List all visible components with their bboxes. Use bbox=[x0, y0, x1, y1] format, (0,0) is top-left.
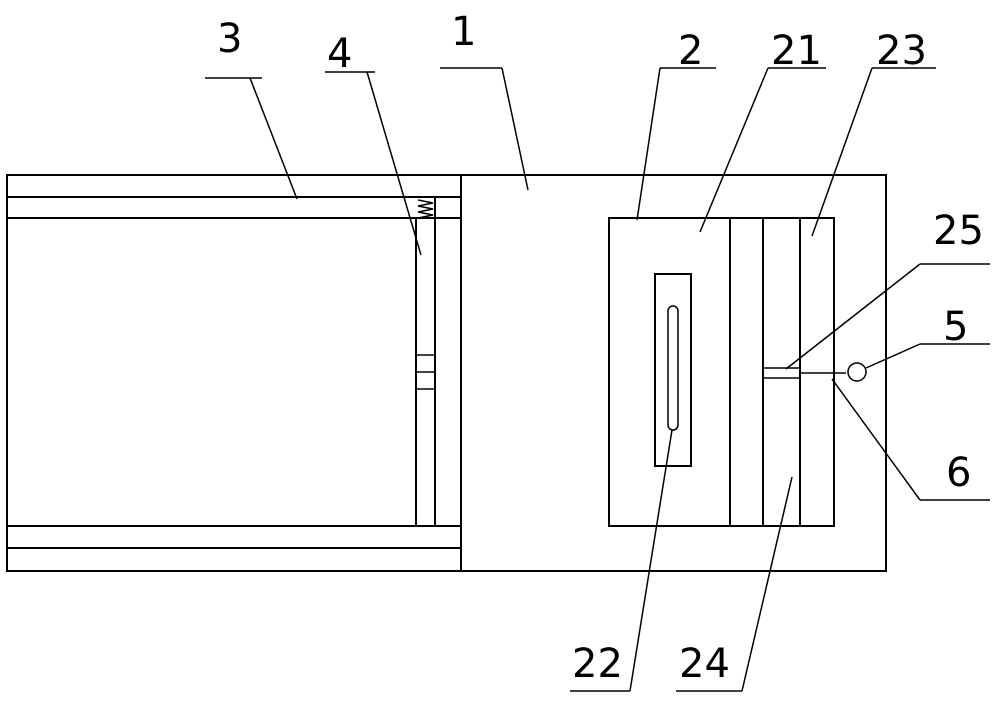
label-6: 6 bbox=[946, 450, 971, 496]
spring-icon bbox=[418, 200, 433, 218]
label-3: 3 bbox=[217, 16, 242, 62]
label-23: 23 bbox=[876, 28, 927, 74]
ring-icon bbox=[848, 363, 866, 381]
label-21: 21 bbox=[771, 28, 822, 74]
label-1: 1 bbox=[451, 9, 476, 55]
label-2: 2 bbox=[678, 28, 703, 74]
leader-lines bbox=[205, 68, 990, 691]
label-4: 4 bbox=[327, 31, 352, 77]
label-22: 22 bbox=[572, 641, 623, 687]
drawer-frame bbox=[7, 197, 461, 548]
label-5: 5 bbox=[943, 304, 968, 350]
main-body bbox=[7, 175, 886, 571]
connector-and-wire bbox=[763, 363, 866, 381]
handle-slot bbox=[655, 274, 691, 466]
label-24: 24 bbox=[679, 641, 730, 687]
label-25: 25 bbox=[933, 208, 984, 254]
